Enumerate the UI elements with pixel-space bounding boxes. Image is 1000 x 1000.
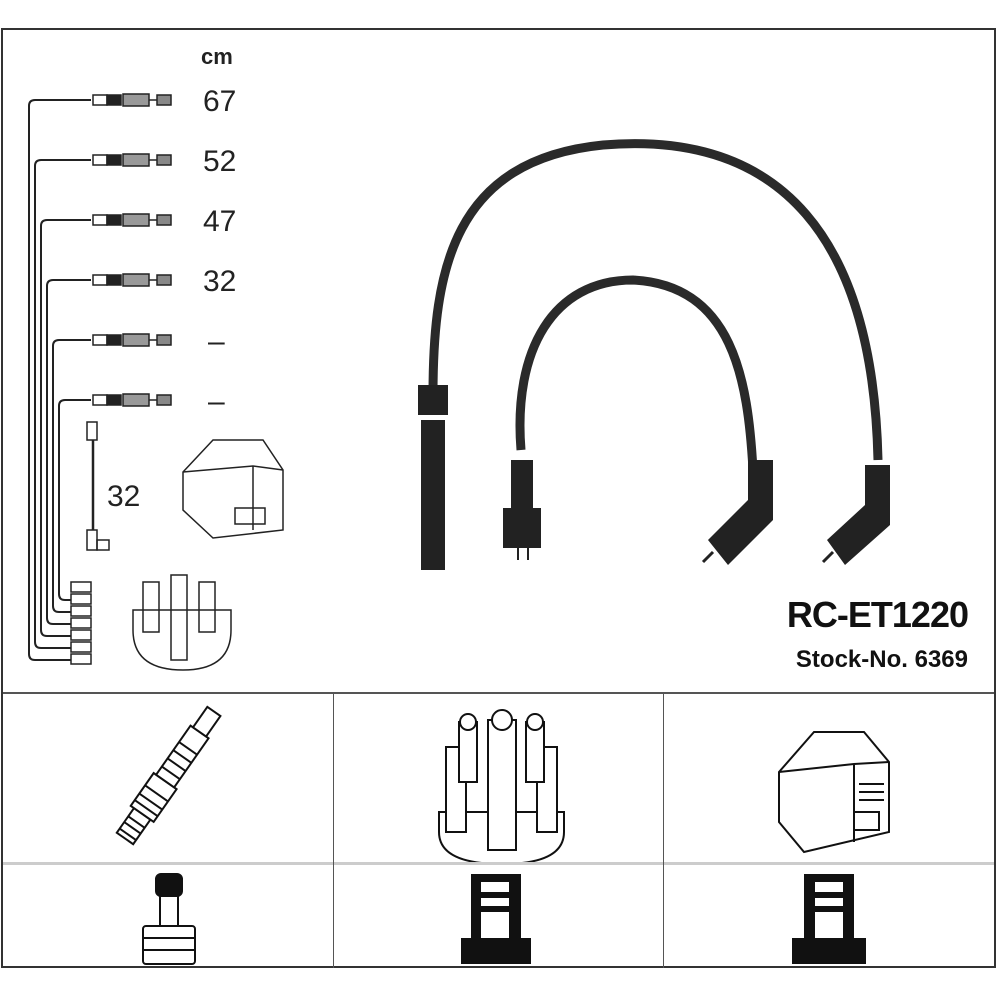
length-label: – [208,325,225,358]
spark-plug-terminal-icon [142,873,196,965]
spark-plug-icon [115,705,222,846]
distributor-terminal-cell [334,862,665,968]
length-label: 47 [203,205,237,238]
spark-plug-cell [3,692,334,862]
distributor-cap-icon [437,709,565,862]
ignition-coil-cell [664,692,994,862]
length-label: – [208,385,225,418]
component-row [3,692,994,865]
length-label: 67 [203,85,237,118]
length-label: 52 [203,145,237,178]
ignition-coil-icon [778,731,891,854]
distributor-terminal-icon [460,874,531,964]
wiring-schematic-icon [28,93,284,671]
coil-terminal-cell [664,862,994,968]
ignition-cable-set-icon [418,139,890,570]
terminal-row [3,862,994,968]
stock-number: Stock-No. 6369 [795,646,968,673]
spark-plug-terminal-cell [3,862,334,968]
coil-lead-length: 32 [107,480,141,513]
distributor-cap-cell [334,692,665,862]
coil-terminal-icon [792,874,867,964]
product-code: RC-ET1220 [786,594,969,635]
unit-label: cm [201,44,233,69]
length-label: 32 [203,265,237,298]
top-panel: cm 67 52 47 32 – – 32 [3,30,994,694]
diagram-frame: cm 67 52 47 32 – – 32 [1,28,996,968]
